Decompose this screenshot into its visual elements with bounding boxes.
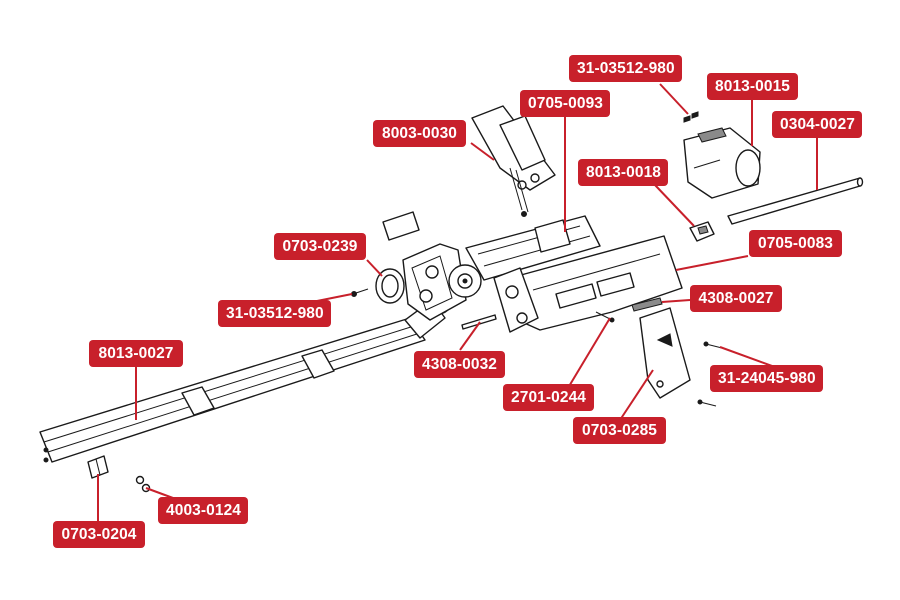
callout-text: 0703-0285 <box>581 422 658 439</box>
main-housing-part <box>493 235 683 333</box>
callout-0304-0027[interactable]: 0304-0027 <box>772 111 862 138</box>
callout-31-03512-980-left[interactable]: 31-03512-980 <box>218 300 331 327</box>
callout-text: 8013-0015 <box>715 78 791 95</box>
top-screw-part <box>683 111 699 123</box>
callout-4003-0124[interactable]: 4003-0124 <box>158 497 248 524</box>
callout-8013-0027[interactable]: 8013-0027 <box>89 340 183 367</box>
long-screw-part <box>697 341 723 407</box>
callout-text: 0703-0204 <box>61 526 137 543</box>
callout-text: 4308-0027 <box>698 290 774 307</box>
battery-housing-part <box>683 127 761 199</box>
seal-strip-part <box>631 297 663 312</box>
leader-4308-0027 <box>661 299 691 303</box>
left-housing-part <box>402 243 467 321</box>
display-module-part <box>471 105 556 217</box>
callout-0703-0204[interactable]: 0703-0204 <box>53 521 145 548</box>
gear-part <box>448 264 482 298</box>
end-cap-part <box>87 455 109 479</box>
leader-0703-0239 <box>366 259 383 277</box>
callout-0705-0093[interactable]: 0705-0093 <box>520 90 610 117</box>
callout-4308-0027[interactable]: 4308-0027 <box>690 285 782 312</box>
callout-text: 0304-0027 <box>780 116 856 133</box>
callout-text: 8013-0018 <box>586 164 662 181</box>
clip-part <box>689 221 715 242</box>
callout-text: 8003-0030 <box>381 125 458 142</box>
leader-31-24045-980 <box>719 346 773 367</box>
leader-8013-0018 <box>654 184 695 227</box>
callout-31-24045-980[interactable]: 31-24045-980 <box>710 365 823 392</box>
callout-text: 2701-0244 <box>511 389 587 406</box>
leader-0705-0083 <box>675 255 749 271</box>
callout-text: 31-24045-980 <box>718 370 816 387</box>
callout-text: 8013-0027 <box>98 345 174 362</box>
decal-part <box>382 211 420 241</box>
long-rod-part <box>727 177 864 225</box>
leader-2701-0244 <box>567 317 611 389</box>
callout-8013-0018[interactable]: 8013-0018 <box>578 159 668 186</box>
callout-text: 0705-0093 <box>528 95 604 112</box>
circuit-board-part <box>465 215 601 281</box>
callout-0703-0239[interactable]: 0703-0239 <box>274 233 366 260</box>
callout-text: 4003-0124 <box>166 502 242 519</box>
cover-plate-part <box>639 307 691 399</box>
callout-0703-0285[interactable]: 0703-0285 <box>573 417 666 444</box>
leader-31-03512-980-top <box>659 83 689 115</box>
callout-text: 0703-0239 <box>282 238 358 255</box>
gasket-ring-part <box>375 268 405 304</box>
callout-31-03512-980-top[interactable]: 31-03512-980 <box>569 55 682 82</box>
callout-4308-0032[interactable]: 4308-0032 <box>414 351 505 378</box>
left-screw-part <box>351 288 369 297</box>
callout-0705-0083[interactable]: 0705-0083 <box>749 230 842 257</box>
callout-text: 0705-0083 <box>757 235 834 252</box>
callout-text: 31-03512-980 <box>226 305 324 322</box>
callout-2701-0244[interactable]: 2701-0244 <box>503 384 594 411</box>
callout-text: 31-03512-980 <box>577 60 675 77</box>
leader-4308-0032 <box>459 321 481 351</box>
callout-8003-0030[interactable]: 8003-0030 <box>373 120 466 147</box>
callout-text: 4308-0032 <box>422 356 498 373</box>
leader-8003-0030 <box>470 142 495 161</box>
callout-8013-0015[interactable]: 8013-0015 <box>707 73 798 100</box>
leader-0703-0285 <box>619 369 654 421</box>
